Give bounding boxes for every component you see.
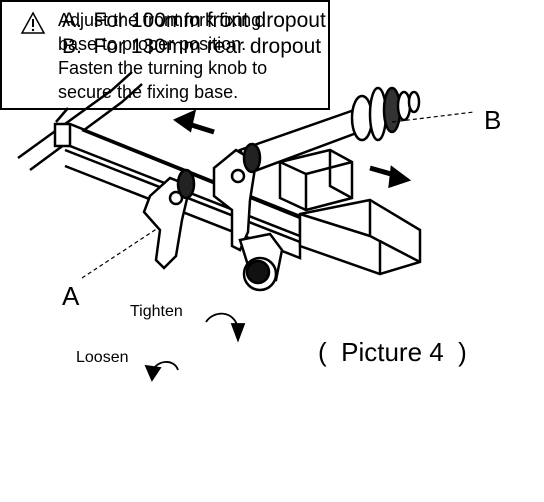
tighten-arrow-icon: [205, 312, 246, 343]
turning-knob: [242, 256, 278, 292]
callout-a: A: [62, 281, 80, 311]
warning-line: Adjust the front fork fixing: [58, 10, 262, 30]
direction-arrows: [172, 109, 412, 189]
loosen-label: Loosen: [76, 349, 129, 366]
legend-line-a: A. For 100mm front dropout: [62, 9, 326, 32]
legend-line-b: B. For 130mm rear dropout: [62, 35, 322, 58]
fixing-base-block: [298, 198, 422, 276]
frame-rail: [17, 71, 143, 172]
leader-lines: [81, 111, 475, 279]
warning-line: base to proper position.: [58, 34, 247, 54]
warning-text: Adjust the front fork fixing base to pro…: [58, 8, 328, 104]
picture-caption: ( Picture 4 ): [318, 337, 467, 367]
loosen-arrow-icon: [144, 361, 179, 382]
support-post: [278, 148, 354, 212]
callout-b: B: [484, 105, 502, 135]
warning-box: Adjust the front fork fixing base to pro…: [0, 0, 330, 110]
warning-line: secure the fixing base.: [58, 82, 239, 102]
warning-line: Fasten the turning knob to: [58, 58, 268, 78]
warning-triangle-icon: [20, 11, 46, 34]
tighten-label: Tighten: [130, 303, 183, 320]
